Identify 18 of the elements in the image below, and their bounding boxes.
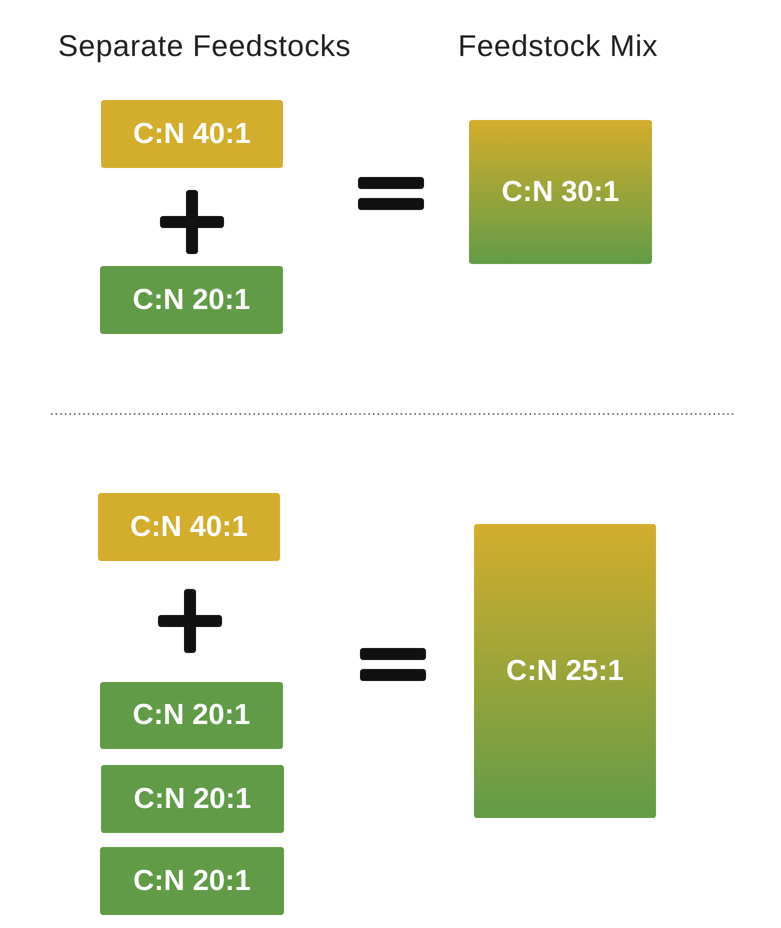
ratio-label: C:N 20:1 <box>133 864 251 898</box>
ratio-label: C:N 20:1 <box>132 284 250 316</box>
ratio-label: C:N 20:1 <box>134 782 252 816</box>
ratio-box <box>101 765 284 833</box>
ratio-label: C:N 40:1 <box>130 510 248 544</box>
column-heading: Separate Feedstocks <box>58 30 351 64</box>
ratio-box <box>100 682 283 749</box>
ratio-label: C:N 40:1 <box>133 118 251 150</box>
ratio-label: C:N 30:1 <box>502 176 620 208</box>
mix-ratio-box <box>469 120 652 264</box>
ratio-box <box>100 847 284 915</box>
ratio-box <box>98 493 280 561</box>
ratio-label: C:N 25:1 <box>506 654 624 688</box>
ratio-box <box>101 100 283 168</box>
ratio-box <box>100 266 283 334</box>
column-heading: Feedstock Mix <box>458 30 658 64</box>
mix-ratio-box <box>474 524 656 818</box>
ratio-label: C:N 20:1 <box>132 699 250 732</box>
